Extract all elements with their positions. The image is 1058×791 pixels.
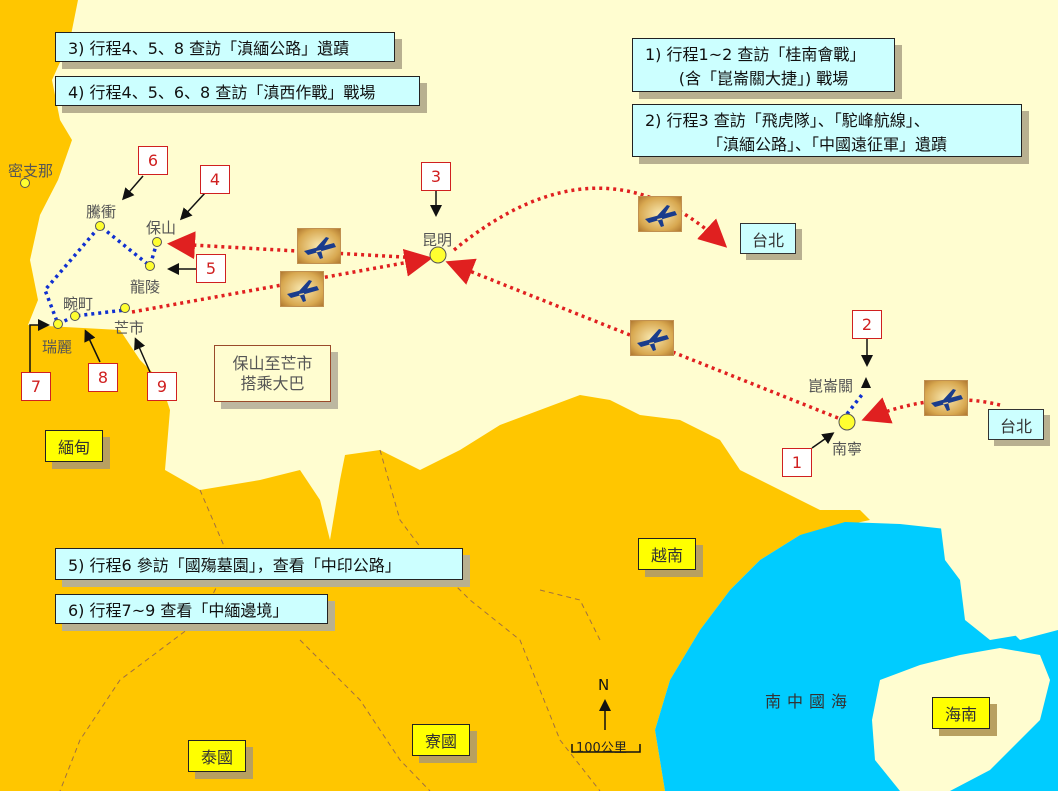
city-longling: 龍陵 [130,278,161,296]
stop-marker-3: 3 [421,162,451,191]
bus-note: 保山至芒市搭乘大巴 [214,345,331,402]
city-tengchong: 騰衝 [86,203,117,221]
bus-note-line: 搭乘大巴 [240,373,305,393]
compass-north-label: N [598,676,610,694]
leizhou-peninsula [940,518,1058,640]
itinerary-note-4: 4) 行程4、5、6、8 查訪「滇西作戰」戰場 [55,76,420,106]
land-neighbors [0,0,870,791]
city-wanding: 畹町 [63,295,94,313]
note-text: 6) 行程7~9 查看「中緬邊境」 [68,601,289,620]
stop-marker-6: 6 [138,146,168,175]
country-label-myanmar: 緬甸 [45,430,103,462]
airplane-icon [297,228,341,264]
note-text: 1) 行程1~2 查訪「桂南會戰」 [645,45,866,64]
ground-routes [42,223,866,416]
sea-label: 南中國海 [765,692,854,711]
stop-marker-2: 2 [852,310,882,339]
note-text: (含「崑崙關大捷」) 戰場 [678,69,849,88]
stop-marker-4: 4 [200,165,230,194]
country-label-laos: 寮國 [412,724,470,756]
stop-marker-1: 1 [782,448,812,477]
pointer-arrows [29,175,873,753]
airplane-icon [638,196,682,232]
note-text: 5) 行程6 參訪「國殤墓園」，查看「中印公路」 [68,556,401,575]
note-text: 「滇緬公路」、「中國遠征軍」遺蹟 [706,134,947,154]
stop-marker-5: 5 [196,254,226,283]
itinerary-note-5: 5) 行程6 參訪「國殤墓園」，查看「中印公路」 [55,548,463,580]
city-kunming: 昆明 [422,231,453,249]
bus-note-line: 保山至芒市 [232,353,313,373]
scale-bar-label: 100公里 [576,741,627,756]
stop-marker-7: 7 [21,372,51,401]
stop-marker-9: 9 [147,372,177,401]
city-mangshi: 芒市 [114,319,145,337]
note-text: 2) 行程3 查訪「飛虎隊」、「駝峰航線」、 [645,110,930,130]
kunlunguan-marker [861,377,871,388]
city-ruili: 瑞麗 [42,338,73,356]
itinerary-note-2: 2) 行程3 查訪「飛虎隊」、「駝峰航線」、「滇緬公路」、「中國遠征軍」遺蹟 [632,104,1022,157]
itinerary-note-1: 1) 行程1~2 查訪「桂南會戰」 (含「崑崙關大捷」) 戰場 [632,38,895,92]
city-kunlunguan: 崑崙關 [808,377,854,395]
itinerary-note-3: 3) 行程4、5、8 查訪「滇緬公路」遺蹟 [55,32,395,62]
taipei-label-destination: 台北 [740,223,796,254]
taipei-label-origin: 台北 [988,409,1044,440]
note-text: 4) 行程4、5、6、8 查訪「滇西作戰」戰場 [68,83,376,102]
stop-marker-8: 8 [88,363,118,392]
country-label-vietnam: 越南 [638,538,696,570]
note-text: 3) 行程4、5、8 查訪「滇緬公路」遺蹟 [68,39,350,58]
country-label-thailand: 泰國 [188,740,246,772]
city-nanning: 南寧 [832,440,863,458]
city-baoshan: 保山 [146,219,177,237]
airplane-icon [280,271,324,307]
city-myitkyina: 密支那 [8,162,54,180]
airplane-icon [924,380,968,416]
airplane-icon [630,320,674,356]
itinerary-note-6: 6) 行程7~9 查看「中緬邊境」 [55,594,328,624]
region-label-hainan: 海南 [932,697,990,729]
city-dots [20,178,856,431]
